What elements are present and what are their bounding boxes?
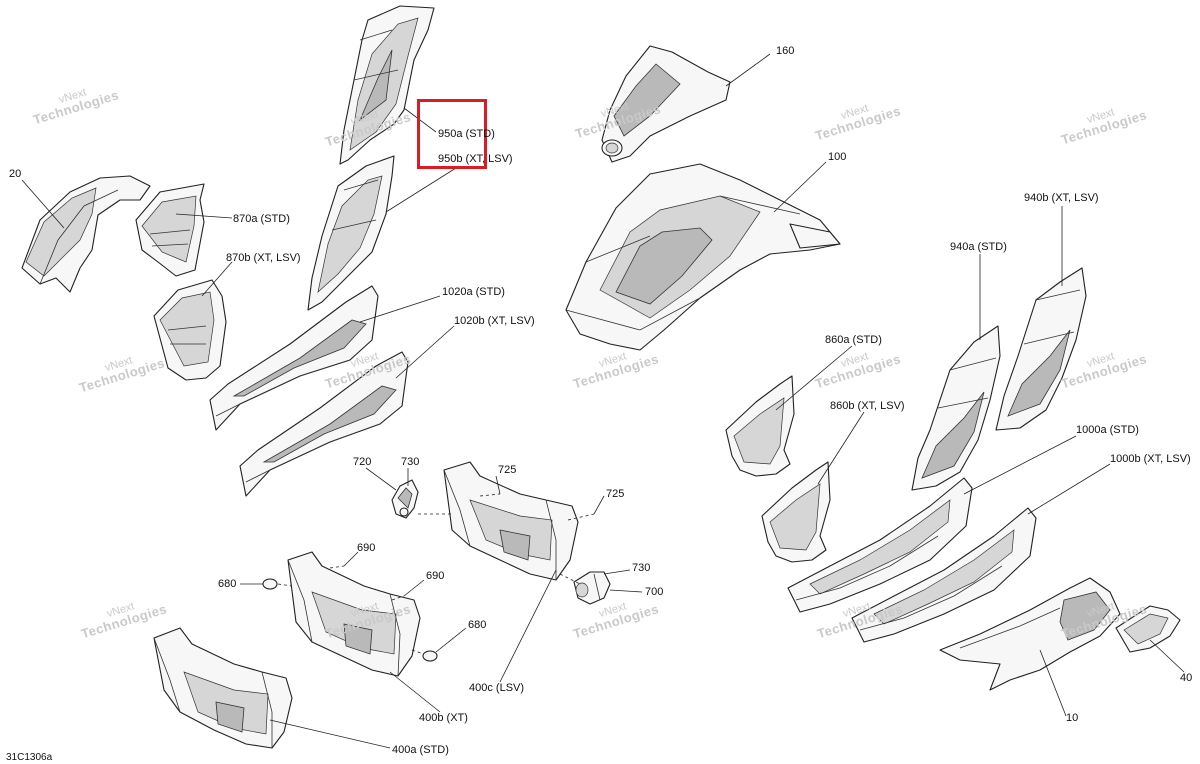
callout-100[interactable]: 100	[828, 151, 847, 163]
callout-700[interactable]: 700	[645, 586, 664, 598]
part-1000a-rocker[interactable]	[787, 477, 973, 613]
callout-680-right[interactable]: 680	[468, 619, 487, 631]
part-1020a-rocker[interactable]	[209, 285, 379, 431]
callout-950a[interactable]: 950a (STD)	[438, 128, 495, 140]
part-940b-panel[interactable]	[995, 267, 1087, 431]
part-400a-housing[interactable]	[153, 627, 293, 749]
callout-400c[interactable]: 400c (LSV)	[469, 682, 525, 694]
part-20-fender[interactable]	[21, 175, 151, 293]
part-160-scoop[interactable]	[601, 45, 731, 163]
part-100-hood[interactable]	[565, 163, 841, 351]
callout-680-left[interactable]: 680	[218, 578, 237, 590]
callout-730-top[interactable]: 730	[401, 456, 420, 468]
part-10-skid[interactable]	[939, 577, 1121, 691]
part-400b-housing[interactable]	[287, 551, 421, 677]
part-940a-panel[interactable]	[911, 325, 1001, 491]
leader-lines	[21, 53, 1185, 749]
part-680-cap-left[interactable]	[262, 578, 278, 590]
callout-730-right[interactable]: 730	[632, 562, 651, 574]
callout-940b[interactable]: 940b (XT, LSV)	[1024, 192, 1099, 204]
assembly-dashes	[277, 493, 595, 655]
part-860b-panel[interactable]	[761, 461, 831, 563]
callout-160[interactable]: 160	[776, 45, 795, 57]
part-680-cap-right[interactable]	[422, 650, 438, 662]
callout-1000b[interactable]: 1000b (XT, LSV)	[1110, 453, 1191, 465]
callout-950b[interactable]: 950b (XT, LSV)	[438, 153, 513, 165]
callout-1020a[interactable]: 1020a (STD)	[442, 286, 505, 298]
part-860a-panel[interactable]	[725, 375, 795, 477]
part-870a-panel[interactable]	[135, 183, 205, 277]
callout-400a[interactable]: 400a (STD)	[392, 744, 449, 756]
highlight-box	[417, 99, 487, 169]
callout-20[interactable]: 20	[9, 168, 22, 180]
callout-400b[interactable]: 400b (XT)	[419, 712, 468, 724]
part-950b-panel[interactable]	[307, 155, 395, 311]
callout-10[interactable]: 10	[1066, 712, 1079, 724]
callout-1000a[interactable]: 1000a (STD)	[1076, 424, 1139, 436]
callout-690-right[interactable]: 690	[426, 570, 445, 582]
diagram-code: 31C1306a	[6, 752, 53, 763]
callout-870b[interactable]: 870b (XT, LSV)	[226, 252, 301, 264]
part-1020b-rocker[interactable]	[239, 351, 409, 497]
callout-860b[interactable]: 860b (XT, LSV)	[830, 400, 905, 412]
callout-870a[interactable]: 870a (STD)	[233, 213, 290, 225]
part-1000b-rocker[interactable]	[851, 507, 1037, 643]
callout-1020b[interactable]: 1020b (XT, LSV)	[454, 315, 535, 327]
callout-40[interactable]: 40	[1180, 672, 1193, 684]
callout-725-left[interactable]: 725	[498, 464, 517, 476]
part-40-plate[interactable]	[1115, 605, 1181, 653]
callout-720[interactable]: 720	[353, 456, 372, 468]
part-700-connector[interactable]	[573, 571, 611, 605]
part-950a-panel[interactable]	[339, 5, 435, 165]
callout-860a[interactable]: 860a (STD)	[825, 334, 882, 346]
part-870b-panel[interactable]	[153, 279, 227, 381]
callout-725-right[interactable]: 725	[606, 488, 625, 500]
callout-940a[interactable]: 940a (STD)	[950, 241, 1007, 253]
part-400c-housing[interactable]	[443, 461, 579, 581]
part-720-latch[interactable]	[391, 479, 419, 519]
callout-690-top[interactable]: 690	[357, 542, 376, 554]
